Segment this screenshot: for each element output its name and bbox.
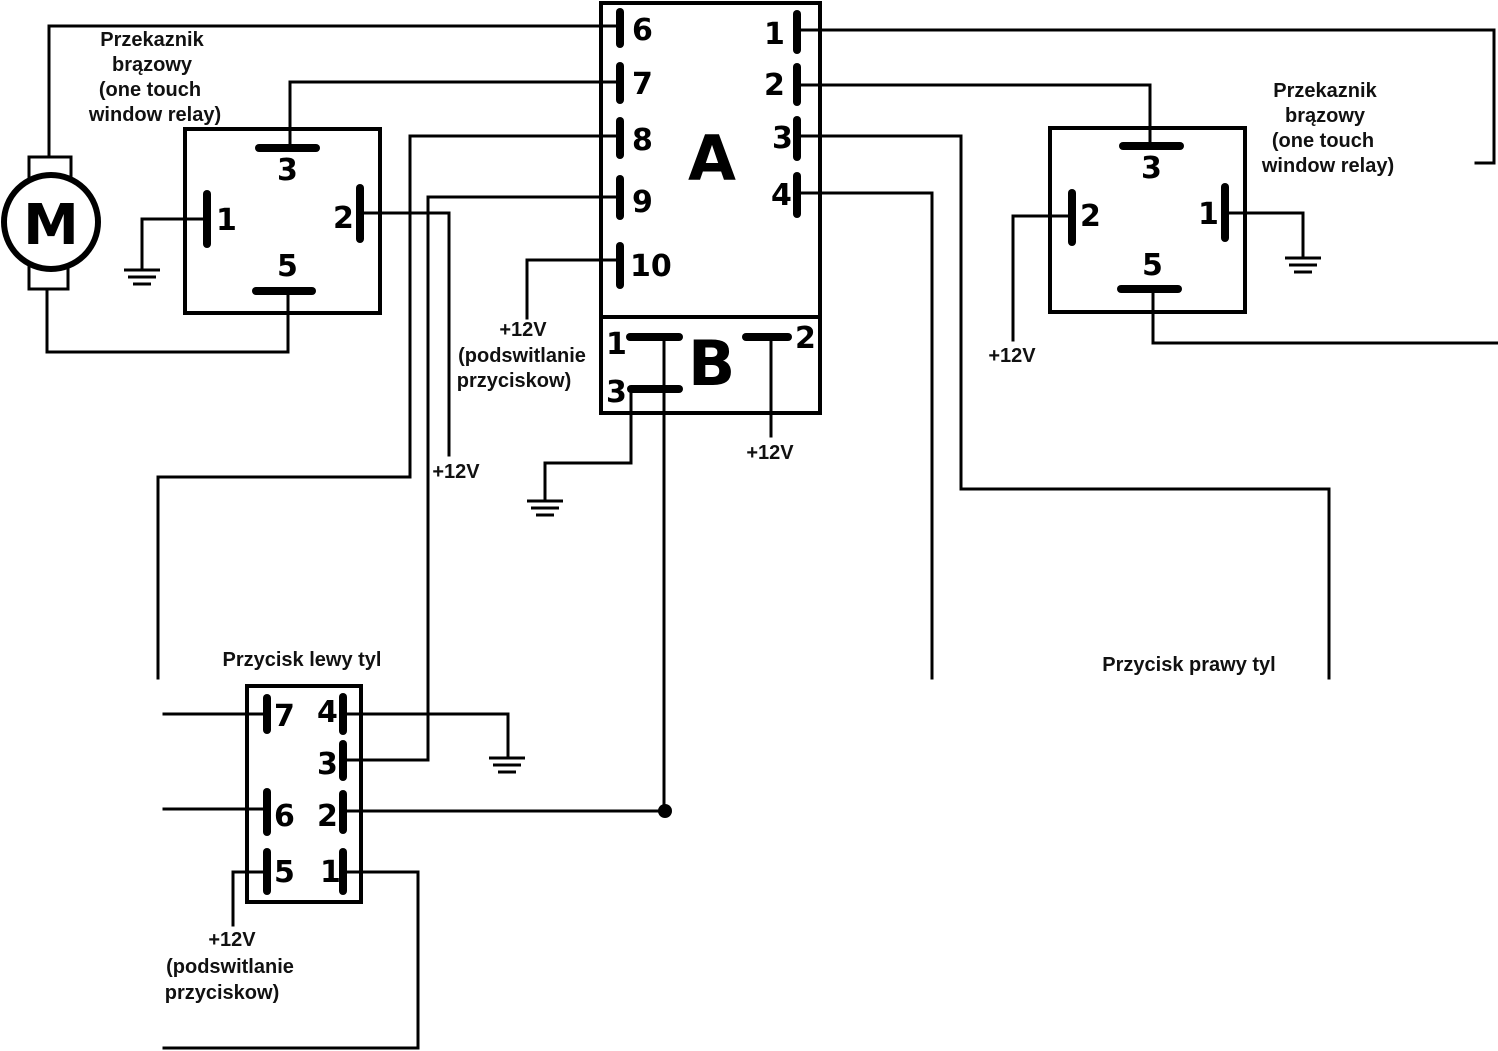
wires bbox=[45, 24, 1498, 1050]
connector-b-letter: B bbox=[688, 327, 735, 400]
a-pin-6-label: 6 bbox=[632, 13, 653, 48]
switch-left-pin-4: 4 bbox=[317, 695, 338, 730]
v12-label: +12V bbox=[988, 345, 1036, 367]
connector-b: 1 3 2 B bbox=[599, 315, 822, 415]
switch-left-title: Przycisk lewy tyl bbox=[223, 649, 382, 671]
backlight-label: przyciskow) bbox=[457, 370, 571, 392]
junction-dot bbox=[658, 804, 672, 818]
relay-left-pin-5: 5 bbox=[277, 249, 298, 284]
relay-left-pin-3: 3 bbox=[277, 153, 298, 188]
v12-label: +12V bbox=[208, 929, 256, 951]
relay-left-pin-2: 2 bbox=[333, 201, 354, 236]
b-pin-2-label: 2 bbox=[795, 321, 816, 356]
svg-text:Przekaznik: Przekaznik bbox=[1273, 80, 1377, 102]
relay-left-pin-1: 1 bbox=[216, 203, 237, 238]
a-pin-2-label: 2 bbox=[764, 68, 785, 103]
backlight-label: (podswitlanie bbox=[458, 345, 586, 367]
relay-right-pin-2: 2 bbox=[1080, 199, 1101, 234]
relay-left-title: Przekaznik brązowy (one touch window rel… bbox=[88, 29, 221, 126]
a-pin-1-label: 1 bbox=[764, 17, 785, 52]
a-pin-7-label: 7 bbox=[632, 67, 653, 102]
backlight-label: przyciskow) bbox=[165, 982, 279, 1004]
backlight-label: (podswitlanie bbox=[166, 956, 294, 978]
svg-text:window relay): window relay) bbox=[1261, 155, 1394, 177]
switch-left-pin-2: 2 bbox=[317, 799, 338, 834]
ground-symbol bbox=[1285, 256, 1321, 274]
switch-left-rear: 7 4 3 6 2 5 1 bbox=[245, 684, 363, 904]
switch-left-pin-7: 7 bbox=[274, 699, 295, 734]
a-pin-3-label: 3 bbox=[772, 121, 793, 156]
v12-label: +12V bbox=[432, 461, 480, 483]
relay-right-title: Przekaznik brązowy (one touch window rel… bbox=[1261, 80, 1394, 177]
v12-label: +12V bbox=[499, 319, 547, 341]
connector-a-letter: A bbox=[688, 122, 736, 195]
ground-symbol bbox=[124, 268, 160, 286]
relay-right-pin-3: 3 bbox=[1141, 151, 1162, 186]
b-pin-3-label: 3 bbox=[606, 375, 627, 410]
svg-text:brązowy: brązowy bbox=[1285, 105, 1366, 127]
v12-label: +12V bbox=[746, 442, 794, 464]
motor: M bbox=[1, 155, 101, 291]
ground-symbol bbox=[527, 499, 563, 517]
relay-right-pin-5: 5 bbox=[1142, 248, 1163, 283]
switch-left-pin-5: 5 bbox=[274, 855, 295, 890]
a-pin-4-label: 4 bbox=[771, 178, 792, 213]
switch-right-title: Przycisk prawy tyl bbox=[1102, 654, 1275, 676]
svg-text:(one touch: (one touch bbox=[1272, 130, 1374, 152]
a-pin-9-label: 9 bbox=[632, 185, 653, 220]
connector-a: 6 7 8 9 10 1 2 3 4 A bbox=[599, 1, 822, 319]
relay-left: 3 1 2 5 bbox=[183, 127, 382, 315]
b-pin-1-label: 1 bbox=[606, 327, 627, 362]
ground-symbol bbox=[489, 756, 525, 774]
a-pin-8-label: 8 bbox=[632, 123, 653, 158]
switch-left-pin-6: 6 bbox=[274, 799, 295, 834]
switch-left-pin-1: 1 bbox=[320, 855, 341, 890]
switch-left-pin-3: 3 bbox=[317, 747, 338, 782]
svg-text:(one touch: (one touch bbox=[99, 79, 201, 101]
relay-right: 3 2 1 5 bbox=[1048, 126, 1247, 314]
svg-text:Przekaznik: Przekaznik bbox=[100, 29, 204, 51]
relay-right-pin-1: 1 bbox=[1198, 197, 1219, 232]
a-pin-10-label: 10 bbox=[630, 249, 672, 284]
svg-text:window relay): window relay) bbox=[88, 104, 221, 126]
svg-text:brązowy: brązowy bbox=[112, 54, 193, 76]
motor-letter: M bbox=[23, 193, 79, 258]
